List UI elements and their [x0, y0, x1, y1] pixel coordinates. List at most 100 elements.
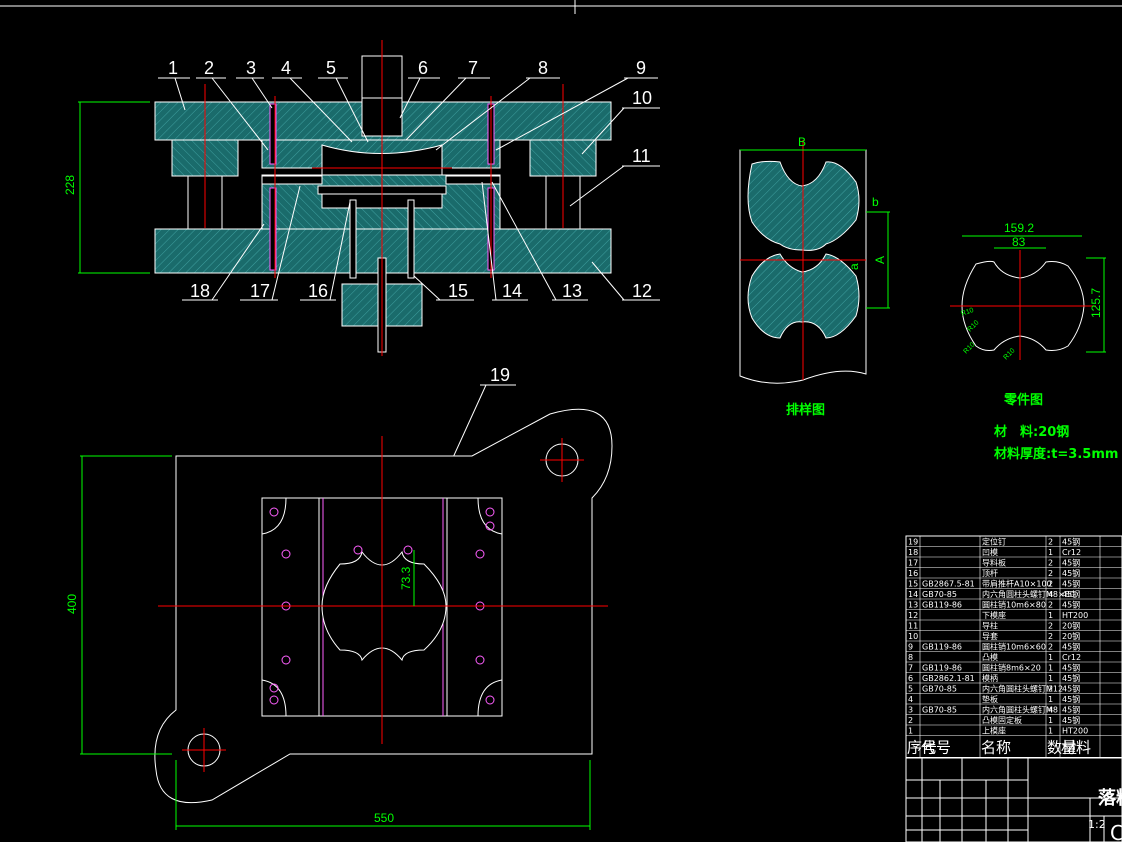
label-1: 1 — [168, 58, 178, 78]
dim-a: a — [847, 263, 861, 270]
bom-cell-no: 10 — [908, 632, 918, 641]
bom-cell-name: 圆柱销10m6×60 — [982, 642, 1046, 652]
title-part: 落料 — [1098, 787, 1122, 809]
bom-cell-mat: Cr12 — [1062, 653, 1081, 662]
bom-cell-code: GB70-85 — [922, 590, 957, 599]
thickness-note: 材料厚度:t=3.5mm — [994, 446, 1118, 462]
label-15: 15 — [448, 281, 468, 301]
plan-view: 73.3 400 550 — [65, 408, 613, 830]
bom-cell-code: GB2862.1-81 — [922, 674, 975, 683]
dim-550: 550 — [374, 811, 394, 825]
layout-caption: 排样图 — [786, 402, 825, 418]
bom-cell-qty: 2 — [1048, 538, 1053, 547]
bom-cell-mat: 20钢 — [1062, 631, 1080, 641]
bom-cell-name: 内六角圆柱头螺钉M8 — [982, 705, 1058, 715]
bom-cell-no: 5 — [908, 685, 913, 694]
bom-cell-no: 12 — [908, 611, 918, 620]
label-17: 17 — [250, 281, 270, 301]
label-9: 9 — [636, 58, 646, 78]
bom-cell-name: 内六角圆柱头螺钉M8×80 — [982, 589, 1075, 599]
dim-228: 228 — [63, 175, 77, 195]
bom-cell-mat: 45钢 — [1062, 579, 1080, 589]
bom-cell-mat: 20钢 — [1062, 621, 1080, 631]
bom-header-no: 序号 — [907, 739, 937, 757]
bom-cell-mat: 45钢 — [1062, 673, 1080, 683]
label-12: 12 — [632, 281, 652, 301]
bom-header-mat: 材料 — [1061, 739, 1091, 757]
bom-cell-code: GB119-86 — [922, 643, 962, 652]
bom-cell-name: 垫板 — [982, 694, 998, 704]
bom-cell-code: GB70-85 — [922, 706, 957, 715]
bom-cell-qty: 2 — [1048, 569, 1053, 578]
dim-73: 73.3 — [399, 566, 413, 590]
bom-cell-no: 3 — [908, 706, 913, 715]
part-drawing-view: 159.2 83 125.7 R10 R10 R10 R10 零件图 材 料:2… — [950, 221, 1118, 462]
bom-cell-no: 1 — [908, 727, 913, 736]
bom-cell-qty: 1 — [1048, 548, 1053, 557]
bom-cell-mat: 45钢 — [1062, 558, 1080, 568]
bom-cell-name: 上模座 — [982, 726, 1006, 736]
bom-cell-name: 带肩推杆A10×100 — [982, 579, 1052, 589]
bom-header-code: 代号 — [921, 739, 951, 757]
bom-cell-name: 定位钉 — [982, 537, 1006, 547]
bom-cell-no: 13 — [908, 601, 918, 610]
bom-cell-mat: 45钢 — [1062, 663, 1080, 673]
scale: 1:2 — [1088, 818, 1106, 831]
bom-cell-no: 16 — [908, 569, 918, 578]
bom-cell-qty: 1 — [1048, 611, 1053, 620]
bom-cell-code: GB119-86 — [922, 664, 962, 673]
part-caption: 零件图 — [1003, 392, 1043, 408]
bom-cell-qty: 4 — [1048, 590, 1053, 599]
bom-cell-qty: 1 — [1048, 664, 1053, 673]
bom-cell-mat: 45钢 — [1062, 537, 1080, 547]
label-7: 7 — [468, 58, 478, 78]
dim-159: 159.2 — [1004, 221, 1034, 235]
dim-125: 125.7 — [1089, 288, 1103, 318]
bom-cell-code: GB119-86 — [922, 601, 962, 610]
bom-cell-name: 凹模 — [982, 547, 998, 557]
bom-cell-code: GB2867.5-81 — [922, 580, 975, 589]
label-6: 6 — [418, 58, 428, 78]
bom-cell-name: 凸模 — [982, 652, 998, 662]
bom-cell-mat: Cr12 — [1062, 548, 1081, 557]
bom-cell-name: 模柄 — [982, 673, 998, 683]
bom-header-name: 名称 — [981, 739, 1011, 757]
dim-A: A — [873, 256, 887, 264]
bom-cell-no: 7 — [908, 664, 913, 673]
bom-cell-mat: HT200 — [1062, 611, 1088, 620]
bom-cell-qty: 2 — [1048, 643, 1053, 652]
bom-cell-mat: 45钢 — [1062, 589, 1080, 599]
bom-cell-name: 导套 — [982, 631, 998, 641]
bom-cell-code: GB70-85 — [922, 685, 957, 694]
bom-cell-mat: 45钢 — [1062, 715, 1080, 725]
bom-cell-no: 15 — [908, 580, 918, 589]
bom-cell-mat: 45钢 — [1062, 600, 1080, 610]
label-4: 4 — [281, 58, 291, 78]
bom-cell-name: 凸模固定板 — [982, 715, 1022, 725]
label-2: 2 — [204, 58, 214, 78]
dim-400: 400 — [65, 594, 79, 614]
label-13: 13 — [562, 281, 582, 301]
assembly-section-view: 228 — [63, 40, 612, 356]
bom-cell-name: 圆柱销10m6×80 — [982, 600, 1046, 610]
dim-B: B — [798, 135, 806, 149]
sheet-letter: C — [1110, 821, 1122, 842]
bom-cell-name: 顶杆 — [982, 568, 998, 578]
bom-cell-mat: 45钢 — [1062, 694, 1080, 704]
bom-cell-qty: 1 — [1048, 674, 1053, 683]
label-11: 11 — [632, 146, 651, 166]
bom-cell-name: 下模座 — [982, 610, 1006, 620]
bom-cell-mat: 45钢 — [1062, 684, 1080, 694]
bom-cell-name: 导柱 — [982, 621, 998, 631]
bom-cell-qty: 2 — [1048, 580, 1053, 589]
bom-cell-no: 2 — [908, 716, 913, 725]
bom-cell-name: 导料板 — [982, 558, 1006, 568]
dim-r1: R10 — [960, 307, 975, 318]
bom-cell-name: 内六角圆柱头螺钉M12 — [982, 684, 1063, 694]
bom-cell-no: 11 — [908, 622, 918, 631]
bom-cell-no: 17 — [908, 559, 918, 568]
bom-cell-qty: 2 — [1048, 632, 1053, 641]
bom-cell-qty: 2 — [1048, 622, 1053, 631]
